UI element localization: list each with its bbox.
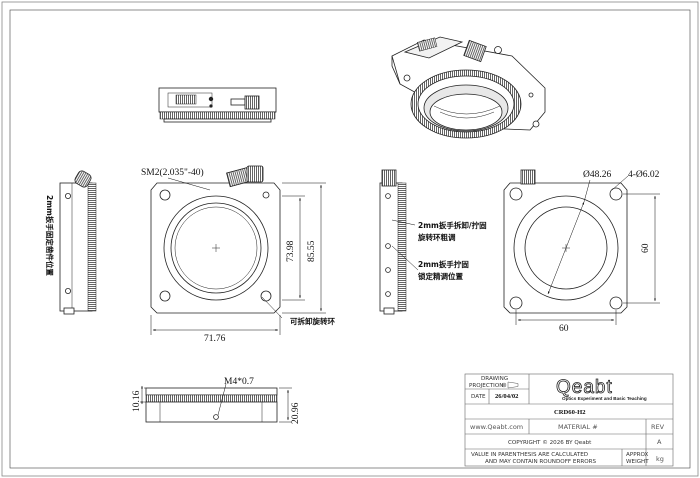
front-view-right (503, 169, 628, 314)
date-label: DATE (471, 394, 486, 400)
company-logo-text: Qeabt (556, 377, 613, 398)
material-label: MATERIAL # (558, 423, 598, 431)
width-label: 71.76 (204, 334, 226, 344)
side-view-left (59, 170, 97, 315)
approx-label: APPROX (626, 452, 649, 458)
removable-ring-note: 可拆卸旋转环 (290, 316, 335, 326)
note-coarse-2: 旋转环粗调 (417, 232, 456, 242)
company-tagline: Optics Experiment and Basic Teaching (562, 396, 647, 401)
weight-label: WEIGHT (626, 459, 649, 465)
holes-label: 4-Ø6.02 (628, 170, 660, 180)
bottom-view (145, 387, 278, 423)
note-coarse-1: 2mm扳手拆卸/拧固 (418, 220, 487, 230)
leaders-middle (391, 219, 419, 271)
side-view-middle (379, 169, 407, 315)
isometric-view (391, 36, 546, 139)
dims-front-right (515, 175, 660, 325)
top-view (158, 87, 277, 123)
weight-unit: kg (656, 455, 664, 463)
part-number: CRD60-H2 (554, 409, 586, 416)
dims-front-left (150, 177, 326, 335)
bottom-left-height-label: 10.16 (132, 390, 142, 412)
inner-height-label: 73.98 (286, 240, 296, 262)
projection-label: PROJECTION (469, 383, 503, 389)
note-fine-1: 2mm扳手拧固 (418, 259, 469, 269)
copyright-label: COPYRIGHT © 2026 BY Qeabt (508, 439, 592, 446)
width-right-label: 60 (559, 324, 569, 334)
note-fixing-position: 2mm扳手固定凿件位置 (45, 195, 55, 276)
outer-height-label: 85.55 (307, 240, 317, 262)
website-label: www.Qeabt.com (470, 423, 523, 431)
title-block (464, 373, 674, 467)
drawing-label: DRAWING (481, 376, 508, 382)
dims-bottom (140, 383, 292, 423)
bottom-right-height-label: 20.96 (291, 402, 301, 424)
note-fine-2: 锁定精调位置 (418, 271, 463, 281)
rev-value: A (657, 438, 662, 446)
disclaimer-line-1: VALUE IN PARENTHESIS ARE CALCULATED (471, 452, 588, 458)
rev-label: REV (651, 423, 665, 431)
projection-symbol (501, 381, 519, 389)
date-value: 26/04/02 (495, 393, 519, 400)
diameter-label: Ø48.26 (583, 170, 611, 180)
inner-border (9, 9, 691, 469)
screw-label: M4*0.7 (224, 377, 254, 387)
height-right-label: 60 (641, 243, 651, 253)
front-view-left (150, 165, 281, 314)
thread-label: SM2(2.035"-40) (141, 167, 204, 178)
disclaimer-line-2: AND MAY CONTAIN ROUNDOFF ERRORS (485, 459, 597, 465)
